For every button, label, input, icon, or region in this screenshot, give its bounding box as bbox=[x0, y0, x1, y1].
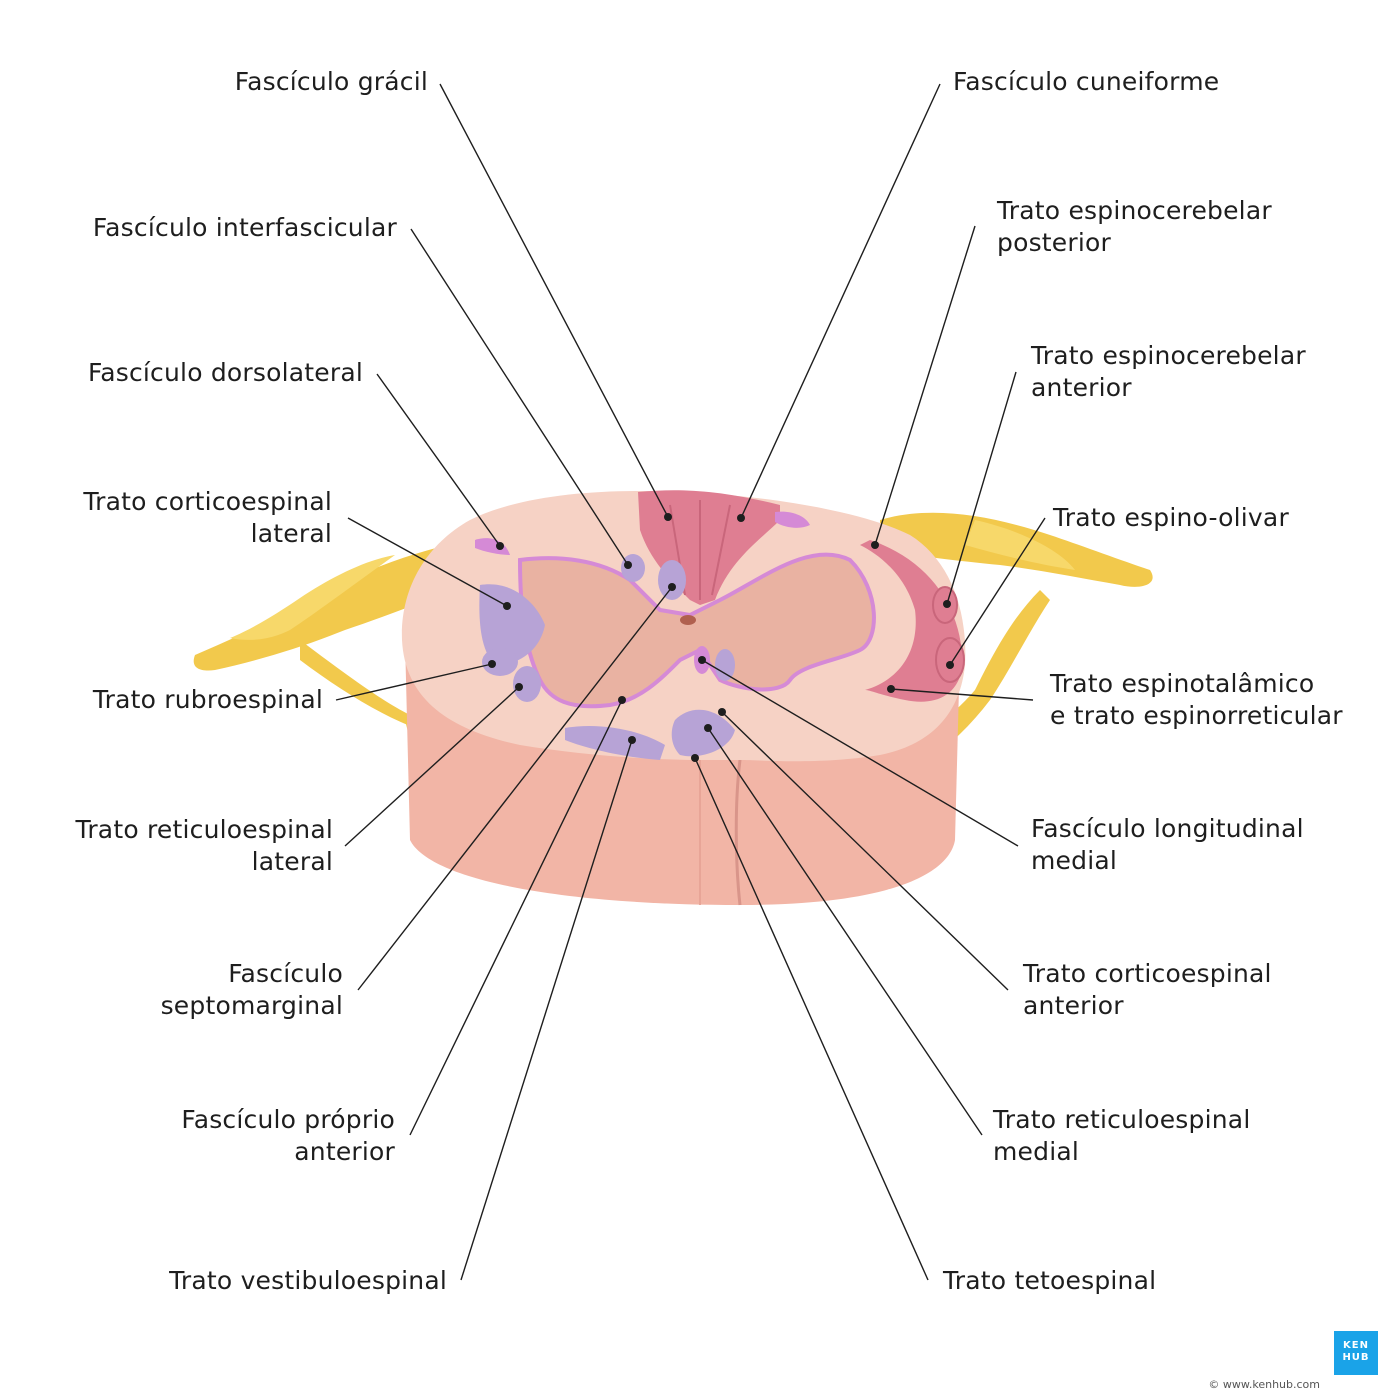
label-trato-rubroespinal: Trato rubroespinal bbox=[92, 685, 323, 714]
label-fasciculo-interfascicular: Fascículo interfascicular bbox=[92, 213, 397, 242]
leader-dots bbox=[488, 513, 954, 762]
label-trato-espino-olivar: Trato espino-olivar bbox=[1053, 503, 1289, 532]
label-trato-vestibuloespinal: Trato vestibuloespinal bbox=[169, 1266, 447, 1295]
label-fasciculo-cuneiforme: Fascículo cuneiforme bbox=[953, 67, 1220, 96]
label-trato-tetoespinal: Trato tetoespinal bbox=[943, 1266, 1157, 1295]
spinal-cord-body bbox=[401, 490, 966, 906]
label-fasciculo-gracil: Fascículo grácil bbox=[234, 67, 428, 96]
label-fasciculo-dorsolateral: Fascículo dorsolateral bbox=[87, 358, 363, 387]
copyright-text: © www.kenhub.com bbox=[1208, 1378, 1320, 1391]
leader-lines bbox=[335, 83, 1046, 1281]
